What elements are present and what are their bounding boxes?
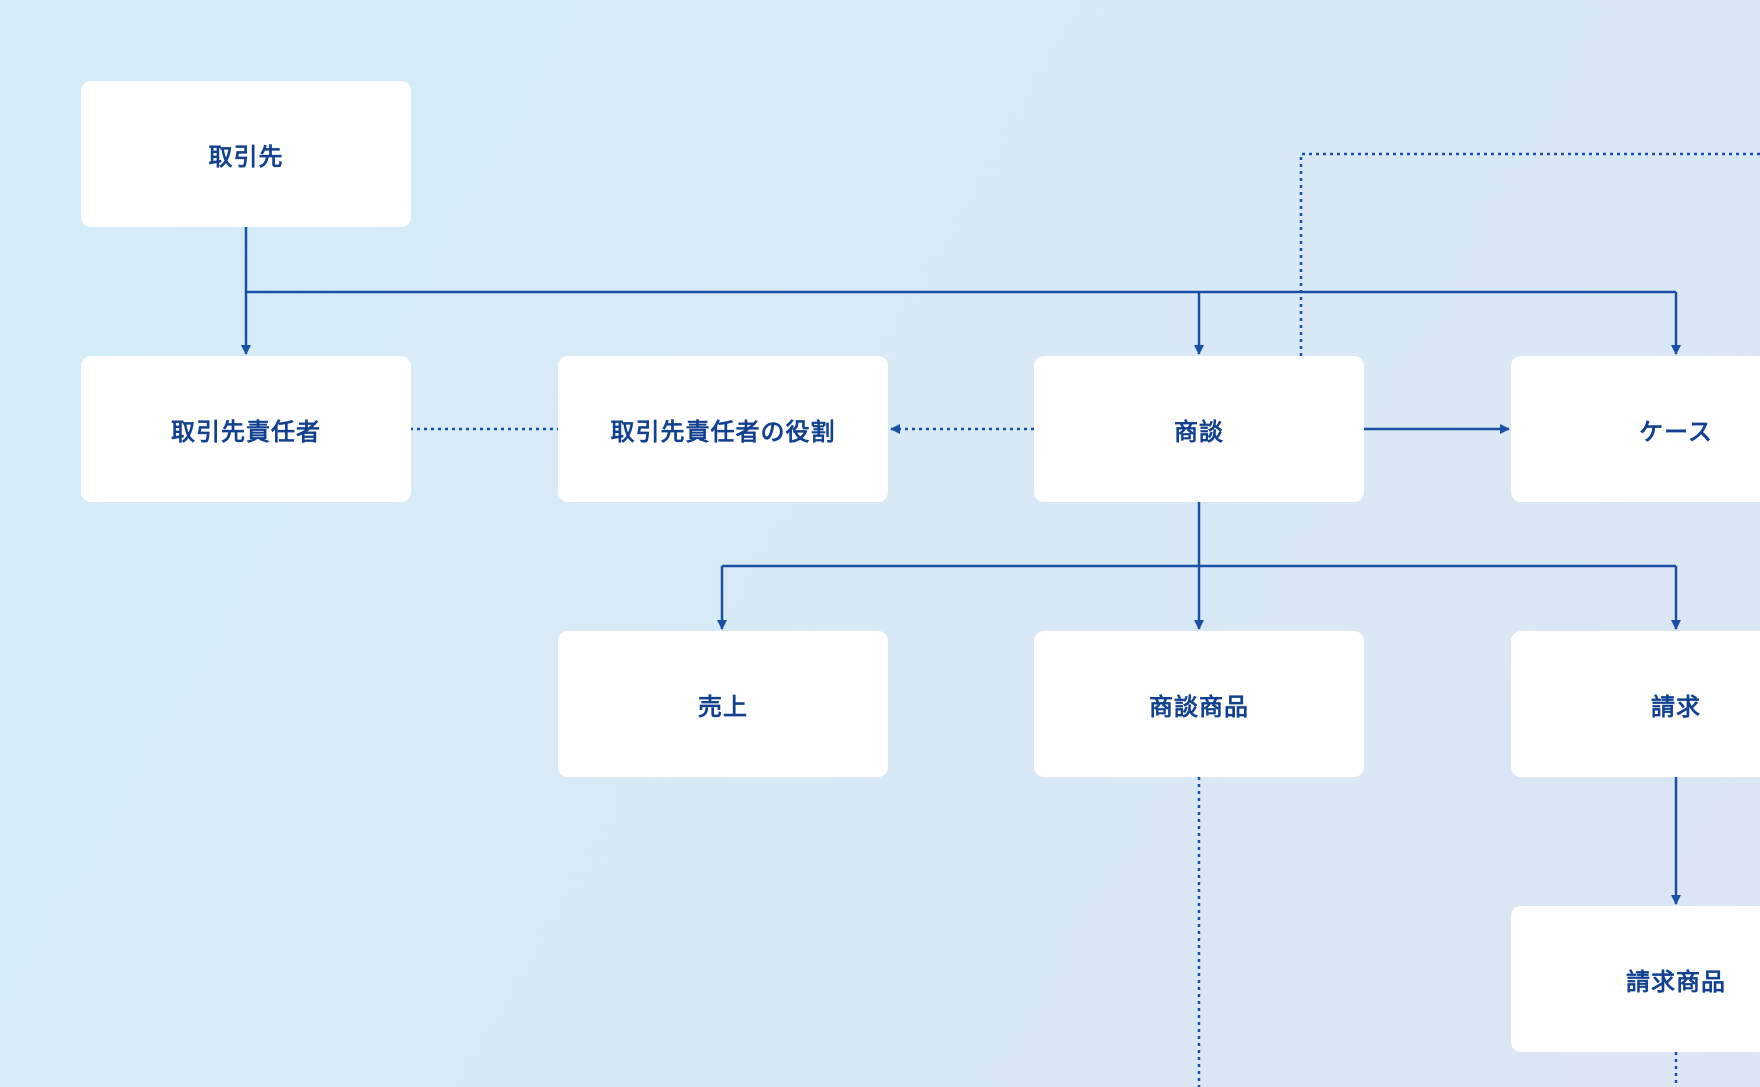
node-label: 取引先責任者の役割 <box>610 417 836 446</box>
connector-account-bus <box>244 227 1676 294</box>
node-sales[interactable]: 売上 <box>558 631 888 777</box>
dotted-opportunity-top <box>1299 152 1760 356</box>
node-label: 売上 <box>698 692 748 721</box>
node-contact[interactable]: 取引先責任者 <box>81 356 411 502</box>
node-case[interactable]: ケース <box>1511 356 1760 502</box>
node-label: 請求商品 <box>1626 967 1726 996</box>
node-label: ケース <box>1639 417 1713 446</box>
connector-opportunity-bus <box>722 502 1676 568</box>
node-label: 取引先責任者 <box>171 417 321 446</box>
node-opportunity-product[interactable]: 商談商品 <box>1034 631 1364 777</box>
node-label: 取引先 <box>208 142 284 171</box>
node-label: 請求 <box>1651 692 1701 721</box>
node-account[interactable]: 取引先 <box>81 81 411 227</box>
node-invoice[interactable]: 請求 <box>1511 631 1760 777</box>
node-invoice-product[interactable]: 請求商品 <box>1511 906 1760 1052</box>
node-label: 商談商品 <box>1149 692 1249 721</box>
node-contact-role[interactable]: 取引先責任者の役割 <box>558 356 888 502</box>
node-label: 商談 <box>1174 417 1224 446</box>
node-opportunity[interactable]: 商談 <box>1034 356 1364 502</box>
